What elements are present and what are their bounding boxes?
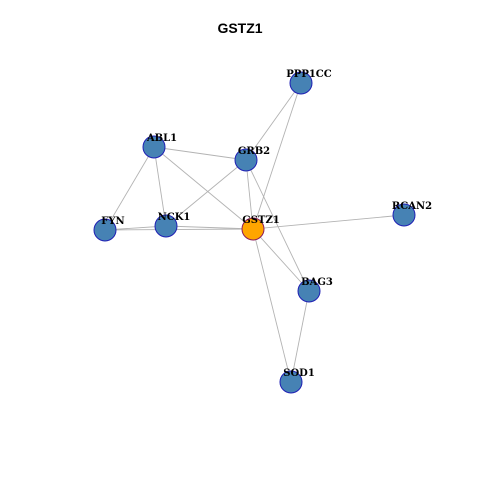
edge-grb2-nck1 — [165, 159, 247, 227]
node-label-nck1: NCK1 — [158, 212, 191, 223]
node-label-abl1: ABL1 — [146, 133, 177, 144]
edge-abl1-nck1 — [153, 146, 167, 227]
edge-abl1-gstz1 — [153, 146, 254, 230]
node-ppp1cc — [289, 71, 313, 95]
edge-fyn-gstz1 — [104, 228, 254, 231]
node-label-fyn: FYN — [101, 216, 124, 227]
node-label-rcan2: RCAN2 — [392, 201, 432, 212]
edge-ppp1cc-grb2 — [245, 82, 302, 161]
node-layer — [93, 71, 416, 394]
node-label-sod1: SOD1 — [283, 368, 315, 379]
edge-gstz1-bag3 — [252, 228, 310, 292]
node-label-gstz1: GSTZ1 — [242, 215, 279, 226]
edge-nck1-gstz1 — [165, 225, 254, 230]
node-rcan2 — [392, 203, 416, 227]
edge-ppp1cc-gstz1 — [252, 82, 302, 230]
node-grb2 — [234, 148, 258, 172]
node-abl1 — [142, 135, 166, 159]
edge-abl1-grb2 — [153, 146, 247, 161]
edge-layer — [104, 82, 405, 383]
edge-abl1-fyn — [104, 146, 155, 231]
node-nck1 — [154, 214, 178, 238]
node-gstz1 — [241, 217, 265, 241]
edge-gstz1-rcan2 — [252, 214, 405, 230]
edge-bag3-sod1 — [290, 290, 310, 383]
chart-title: GSTZ1 — [217, 20, 263, 36]
node-fyn — [93, 218, 117, 242]
node-label-ppp1cc: PPP1CC — [286, 69, 331, 80]
edge-grb2-gstz1 — [245, 159, 254, 230]
node-sod1 — [279, 370, 303, 394]
node-bag3 — [297, 279, 321, 303]
edge-grb2-bag3 — [245, 159, 310, 292]
node-label-grb2: GRB2 — [238, 146, 270, 157]
node-label-bag3: BAG3 — [301, 277, 333, 288]
edge-gstz1-sod1 — [252, 228, 292, 383]
